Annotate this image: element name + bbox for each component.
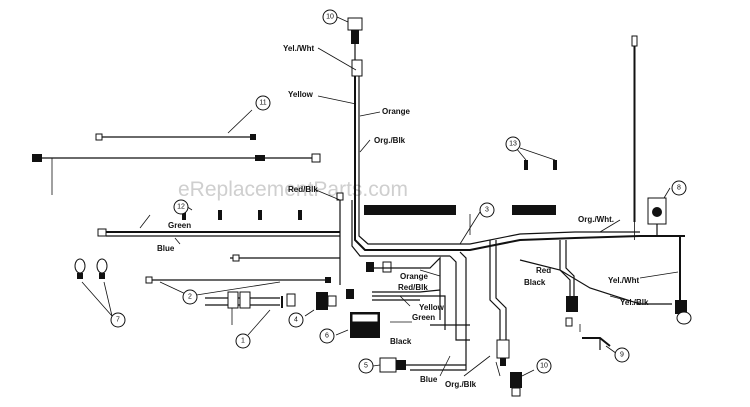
mid-connectors (346, 251, 470, 371)
part-13-pins (515, 147, 557, 170)
label-green-mid: Green (412, 313, 435, 322)
right-antenna-rod (631, 35, 638, 240)
svg-text:13: 13 (509, 141, 517, 148)
svg-text:11: 11 (259, 100, 266, 107)
mounting-plates (364, 205, 556, 235)
callout-9: 9 (614, 347, 630, 363)
label-yel-wht-right: Yel./Wht (608, 276, 639, 285)
label-orange-mid: Orange (400, 272, 429, 281)
svg-text:6: 6 (325, 333, 329, 340)
callout-2: 2 (182, 289, 198, 305)
callout-13: 13 (505, 136, 521, 152)
green-blue-wire (97, 214, 340, 245)
svg-text:8: 8 (677, 185, 681, 192)
part-8-switch (647, 197, 667, 236)
svg-text:9: 9 (620, 352, 624, 359)
callout-6: 6 (319, 328, 335, 344)
svg-text:4: 4 (294, 317, 298, 324)
leader-lines (159, 47, 679, 377)
label-yel-wht-top: Yel./Wht (283, 44, 314, 53)
part-9-terminal (582, 337, 621, 357)
label-black-right: Black (524, 278, 546, 287)
svg-text:12: 12 (177, 204, 185, 211)
main-harness (347, 17, 685, 257)
callout-1: 1 (235, 333, 251, 349)
part-12-pins (182, 205, 302, 220)
right-plug-assembly (519, 236, 692, 325)
label-red-blk-left: Red/Blk (288, 185, 318, 194)
svg-text:10: 10 (326, 14, 334, 21)
trunk-wire-c (351, 200, 450, 257)
callout-8: 8 (671, 180, 687, 196)
bottom-wires (489, 240, 510, 377)
connector-plug-10-top (351, 30, 359, 44)
callout-5: 5 (358, 358, 381, 374)
callouts: 10 11 13 8 12 3 2 4 (110, 9, 687, 374)
callout-3: 3 (479, 202, 495, 218)
label-yel-blk-right: Yel./Blk (620, 298, 649, 307)
callout-10-top: 10 (322, 9, 349, 25)
svg-text:10: 10 (540, 363, 548, 370)
part-1-leads (205, 291, 296, 336)
callout-4: 4 (288, 312, 304, 328)
part-4-switch (304, 292, 337, 317)
label-orange-top: Orange (382, 107, 411, 116)
label-org-wht-right: Org./Wht. (578, 215, 614, 224)
callout-10-bottom: 10 (536, 358, 552, 374)
label-green-left: Green (168, 221, 191, 230)
connector-part-10-top (347, 17, 363, 31)
callout-11: 11 (255, 95, 271, 111)
label-red-right: Red (536, 266, 551, 275)
label-yellow-mid: Yellow (419, 303, 445, 312)
svg-text:3: 3 (485, 207, 489, 214)
part-5-connector (379, 357, 466, 373)
wire-labels: Yel./Wht Yellow Orange Org./Blk Red/Blk … (157, 44, 649, 389)
label-black-mid: Black (390, 337, 412, 346)
part-10-bottom (510, 369, 535, 397)
svg-text:5: 5 (364, 363, 368, 370)
watermark: eReplacementParts.com (178, 178, 408, 201)
label-org-blk-bottom: Org./Blk (445, 380, 477, 389)
red-black-leads (559, 240, 581, 332)
label-yellow-top: Yellow (288, 90, 314, 99)
part-11-wires (32, 109, 321, 195)
mid-left-wire (145, 254, 340, 284)
trunk-connector-top (351, 59, 363, 77)
trunk-wire-b (358, 76, 640, 245)
trunk-wire-a (354, 76, 685, 251)
part-6-module (335, 312, 380, 338)
part-7-bulbs (74, 258, 113, 317)
svg-text:2: 2 (188, 294, 192, 301)
red-blk-short-lead (336, 192, 344, 285)
callout-12: 12 (173, 199, 189, 215)
callout-7: 7 (110, 312, 126, 328)
label-blue-bottom: Blue (420, 375, 438, 384)
label-blue-left: Blue (157, 244, 175, 253)
label-red-blk-mid: Red/Blk (398, 283, 428, 292)
svg-text:7: 7 (116, 317, 120, 324)
svg-text:1: 1 (241, 338, 245, 345)
rod-cap (631, 35, 638, 47)
label-org-blk-top: Org./Blk (374, 136, 406, 145)
